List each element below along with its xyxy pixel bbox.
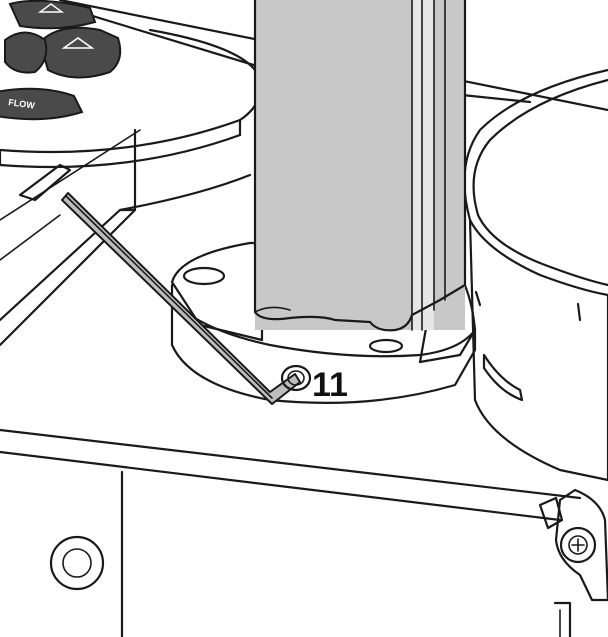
allen-key [61,192,301,405]
screw-bracket [538,488,608,637]
base-cabinet [0,128,582,637]
vertical-column [253,0,467,332]
flow-button-label: FLOW [8,97,36,111]
set-screw [280,364,312,392]
callout-number: 11 [312,366,348,404]
drum-housing [460,68,608,482]
keypad-buttons: FLOW [0,0,122,121]
